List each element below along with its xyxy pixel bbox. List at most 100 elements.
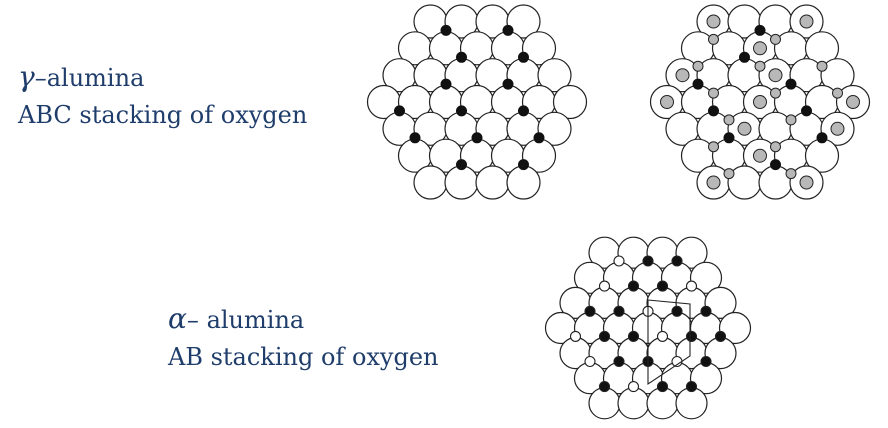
cation-dot bbox=[739, 51, 750, 63]
vacant-site bbox=[627, 381, 640, 393]
cation-dot bbox=[627, 280, 640, 292]
vacant-site bbox=[569, 330, 582, 342]
oxygen-sphere bbox=[444, 165, 479, 200]
cation-dot bbox=[723, 132, 735, 144]
oxygen-sphere bbox=[675, 236, 708, 269]
alpha-caption: AB stacking of oxygen bbox=[168, 343, 439, 371]
cation-dot bbox=[456, 105, 467, 117]
cation-dot bbox=[785, 78, 797, 90]
grey-cation bbox=[708, 33, 719, 45]
oxygen-sphere bbox=[506, 4, 541, 39]
grey-cation bbox=[675, 68, 690, 83]
unit-cell-outline bbox=[647, 299, 691, 386]
oxygen-sphere bbox=[552, 84, 588, 120]
grey-cation bbox=[737, 121, 752, 136]
grey-cation bbox=[708, 141, 719, 153]
gamma-caption: ABC stacking of oxygen bbox=[18, 101, 308, 129]
vacant-site bbox=[656, 330, 669, 342]
gamma-symbol: γ bbox=[18, 60, 35, 93]
grey-cation bbox=[706, 14, 721, 29]
cation-dot bbox=[671, 305, 683, 317]
cation-dot bbox=[801, 105, 812, 117]
grey-cation bbox=[706, 175, 721, 190]
alpha-alumina-label: α– alumina AB stacking of oxygen bbox=[168, 300, 439, 376]
grey-cation bbox=[692, 60, 704, 72]
grey-cation bbox=[770, 33, 781, 45]
cation-dot bbox=[816, 132, 828, 144]
oxygen-sphere bbox=[646, 387, 679, 420]
cation-dot bbox=[642, 255, 654, 267]
cation-dot bbox=[598, 381, 611, 393]
oxygen-sphere bbox=[588, 387, 621, 420]
cation-dot bbox=[394, 105, 405, 117]
gamma-dash: – bbox=[34, 64, 47, 92]
cation-dot bbox=[584, 305, 596, 317]
grey-cation bbox=[754, 60, 766, 72]
grey-cation bbox=[785, 168, 797, 180]
alpha-symbol: α bbox=[168, 302, 187, 335]
grey-cation bbox=[753, 95, 767, 109]
oxygen-sphere bbox=[521, 31, 557, 66]
oxygen-sphere bbox=[475, 165, 510, 200]
cation-dot bbox=[456, 51, 467, 63]
cation-dot bbox=[714, 330, 727, 342]
grey-cation bbox=[785, 114, 797, 126]
oxygen-sphere bbox=[413, 165, 448, 200]
cation-dot bbox=[409, 132, 421, 144]
cation-dot bbox=[440, 24, 452, 36]
cation-dot bbox=[656, 381, 669, 393]
alpha-lattice-diagram bbox=[544, 236, 752, 420]
gamma-lattice-diagram-1 bbox=[366, 4, 588, 200]
gamma-name: alumina bbox=[46, 64, 145, 92]
cation-dot bbox=[685, 381, 698, 393]
gamma-title: γ–alumina bbox=[18, 58, 307, 97]
oxygen-sphere bbox=[617, 387, 650, 420]
grey-cation bbox=[770, 87, 781, 99]
cation-dot bbox=[685, 330, 698, 342]
cation-dot bbox=[440, 78, 452, 90]
cation-dot bbox=[671, 255, 683, 267]
grey-cation bbox=[770, 141, 781, 153]
oxygen-sphere bbox=[675, 387, 708, 420]
cation-dot bbox=[770, 159, 781, 171]
oxygen-sphere bbox=[506, 165, 541, 200]
cation-dot bbox=[692, 78, 704, 90]
grey-cation bbox=[768, 68, 783, 83]
grey-cation bbox=[723, 114, 735, 126]
cation-dot bbox=[518, 159, 529, 171]
cation-dot bbox=[754, 24, 766, 36]
alpha-title: α– alumina bbox=[168, 300, 439, 339]
vacant-site bbox=[598, 280, 611, 292]
cation-dot bbox=[627, 330, 640, 342]
grey-cation bbox=[799, 175, 814, 190]
vacant-site bbox=[685, 280, 698, 292]
vacant-site bbox=[613, 255, 625, 267]
gamma-lattice-diagram-2 bbox=[649, 4, 871, 200]
oxygen-sphere bbox=[704, 286, 737, 319]
cation-dot bbox=[533, 132, 545, 144]
cation-dot bbox=[708, 105, 719, 117]
grey-cation bbox=[846, 95, 860, 109]
cation-dot bbox=[471, 132, 483, 144]
oxygen-sphere bbox=[718, 311, 752, 345]
gamma-alumina-label: γ–alumina ABC stacking of oxygen bbox=[18, 58, 307, 134]
grey-cation bbox=[799, 14, 814, 29]
oxygen-sphere bbox=[689, 261, 723, 294]
alpha-name: alumina bbox=[206, 306, 305, 334]
grey-cation bbox=[723, 168, 735, 180]
cation-dot bbox=[598, 330, 611, 342]
grey-cation bbox=[816, 60, 828, 72]
cation-dot bbox=[502, 24, 514, 36]
cation-dot bbox=[518, 105, 529, 117]
cation-dot bbox=[502, 78, 514, 90]
oxygen-sphere bbox=[537, 111, 572, 146]
vacant-site bbox=[584, 355, 596, 368]
grey-cation bbox=[708, 87, 719, 99]
cation-dot bbox=[700, 305, 712, 317]
cation-dot bbox=[613, 355, 625, 368]
grey-cation bbox=[753, 41, 767, 56]
oxygen-sphere bbox=[537, 58, 572, 93]
cation-dot bbox=[456, 159, 467, 171]
cation-dot bbox=[656, 280, 669, 292]
cation-dot bbox=[518, 51, 529, 63]
